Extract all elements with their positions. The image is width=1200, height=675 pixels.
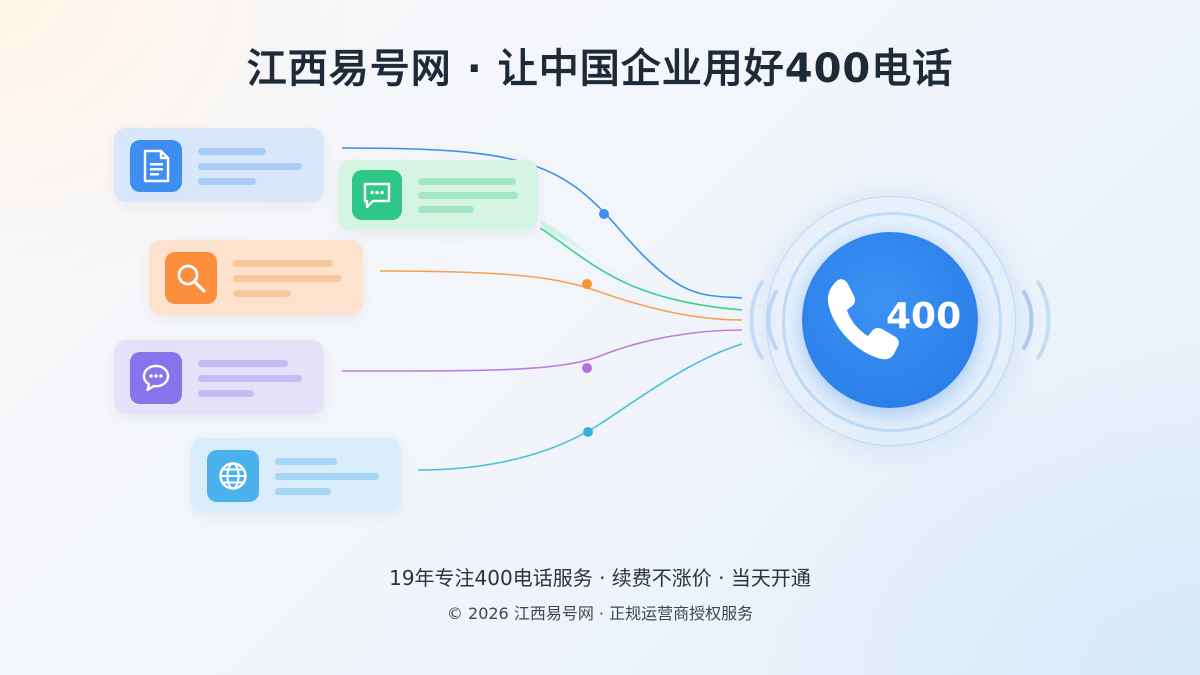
dot-chat <box>582 363 592 373</box>
source-card-search <box>149 240 363 315</box>
source-card-message <box>338 160 538 230</box>
dot-search <box>582 279 592 289</box>
source-card-document <box>114 128 324 202</box>
footer-tagline: 19年专注400电话服务 · 续费不涨价 · 当天开通 <box>389 566 811 590</box>
line-message <box>539 227 743 311</box>
source-card-web <box>191 438 401 512</box>
message-bubble-icon <box>352 170 402 220</box>
hub-circle: 400 <box>802 232 978 408</box>
line-web <box>417 343 743 471</box>
globe-icon <box>207 450 259 502</box>
message-glow <box>540 220 660 300</box>
line-search <box>379 270 743 321</box>
dot-web <box>583 427 593 437</box>
footer-copyright: © 2026 江西易号网 · 正规运营商授权服务 <box>446 604 754 623</box>
document-icon <box>130 140 182 192</box>
phone-handset-icon <box>827 279 899 360</box>
search-icon <box>165 252 217 304</box>
dot-document <box>599 209 609 219</box>
page-title: 江西易号网 · 让中国企业用好400电话 <box>246 46 954 92</box>
line-chat <box>341 329 743 372</box>
source-card-chat <box>114 340 324 414</box>
hub-number: 400 <box>886 296 962 337</box>
phone-hub: 400 <box>766 196 1016 446</box>
chat-bubble-icon <box>130 352 182 404</box>
